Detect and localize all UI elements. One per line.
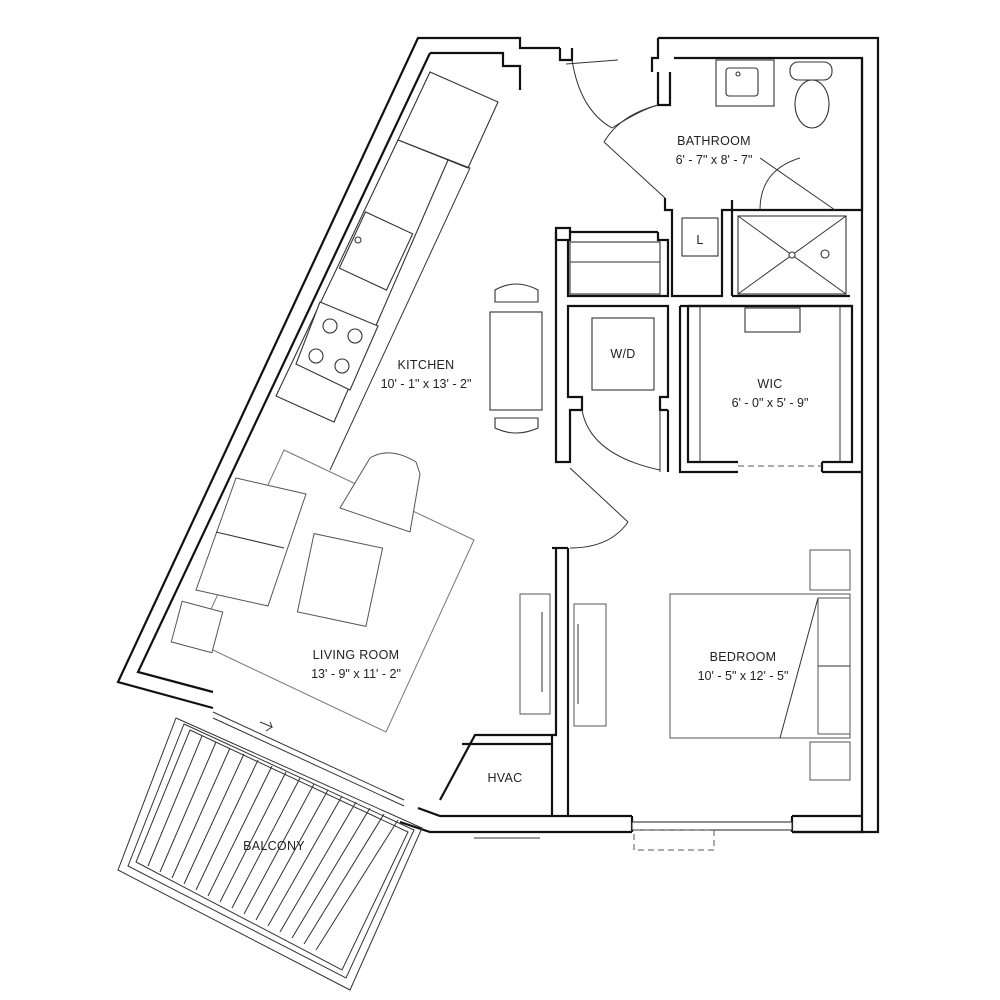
- bathroom-dims: 6' - 7" x 8' - 7": [676, 153, 753, 167]
- dining-table: [489, 311, 543, 411]
- kitchen-dims: 10' - 1" x 13' - 2": [381, 377, 472, 391]
- bedroom-door-swing: [569, 521, 629, 549]
- bathroom-fixtures: [681, 59, 847, 295]
- living-room-label: LIVING ROOM: [313, 648, 400, 662]
- tv-console: [519, 593, 551, 715]
- dining-chair-top: [494, 283, 539, 303]
- wic-label: WIC: [757, 377, 782, 391]
- coffee-table: [296, 533, 384, 627]
- shower-valve: [820, 249, 830, 259]
- armchair: [339, 452, 421, 533]
- exterior-walls: [116, 36, 880, 834]
- bedroom-dims: 10' - 5" x 12' - 5": [698, 669, 789, 683]
- toilet-bowl: [794, 79, 830, 129]
- linen-label: L: [696, 233, 703, 247]
- kitchen-label: KITCHEN: [398, 358, 455, 372]
- wic-dims: 6' - 0" x 5' - 9": [732, 396, 809, 410]
- window-sill: [631, 821, 793, 831]
- doors: [565, 59, 836, 549]
- interior-walls: [439, 48, 862, 816]
- kitchen-fixtures: [275, 71, 543, 471]
- room-labels: BATHROOM 6' - 7" x 8' - 7" KITCHEN 10' -…: [243, 134, 808, 853]
- toilet-tank: [789, 61, 833, 81]
- bedroom-furniture: [573, 549, 851, 851]
- balcony-label: BALCONY: [243, 839, 305, 853]
- slide-arrow: [259, 721, 273, 732]
- linen-closet: [681, 217, 719, 257]
- sliding-door: [212, 711, 405, 801]
- bedroom-label: BEDROOM: [710, 650, 777, 664]
- nightstand-bottom: [809, 741, 851, 781]
- side-table: [170, 600, 224, 654]
- sofa: [195, 477, 307, 607]
- bathroom-label: BATHROOM: [677, 134, 751, 148]
- closet-fixtures: [569, 241, 841, 462]
- nightstand-top: [809, 549, 851, 591]
- wic-shelf: [744, 307, 801, 333]
- wd-label: W/D: [610, 347, 635, 361]
- wd-door-swing: [581, 409, 661, 471]
- entry-door-swing: [571, 59, 613, 129]
- dining-chair-bottom: [494, 417, 539, 434]
- sink: [338, 211, 414, 291]
- balcony: [117, 711, 540, 991]
- living-room-dims: 13' - 9" x 11' - 2": [311, 667, 401, 681]
- balcony-decking: [147, 735, 399, 951]
- range: [295, 301, 379, 391]
- refrigerator: [397, 71, 499, 169]
- living-furniture: [170, 449, 551, 733]
- shower-door: [759, 157, 801, 211]
- dresser: [573, 603, 607, 727]
- balcony-outline: [117, 717, 423, 991]
- washer-dryer: [591, 317, 655, 391]
- hvac-label: HVAC: [487, 771, 522, 785]
- closet-shelf: [569, 241, 661, 295]
